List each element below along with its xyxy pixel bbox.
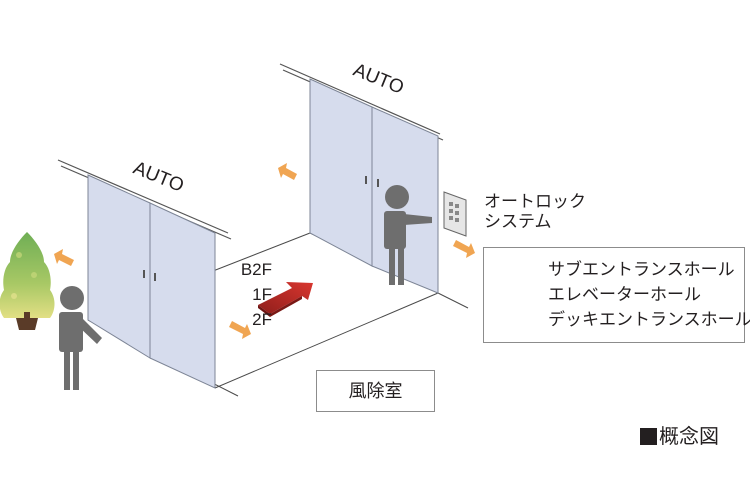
caption-text: 概念図: [659, 426, 719, 448]
diagram-caption: 概念図: [640, 424, 719, 450]
autolock-label-line1: オートロック: [484, 192, 586, 211]
person-icon: [384, 185, 432, 285]
floor-level: 2F: [252, 310, 272, 329]
floor-level: 1F: [252, 285, 272, 304]
vestibule-label-box: 風除室: [316, 370, 435, 412]
person-icon: [59, 286, 102, 390]
orange-arrow: [278, 163, 297, 180]
back-door-auto-label: AUTO: [350, 60, 406, 99]
front-door-auto-label: AUTO: [130, 158, 186, 197]
tree-icon: [0, 232, 55, 330]
autolock-panel-icon: [443, 191, 467, 237]
floor-name: エレベーターホール: [548, 285, 701, 304]
orange-arrow: [54, 249, 74, 266]
vestibule-label: 風除室: [348, 381, 403, 401]
floor-name: サブエントランスホール: [548, 260, 735, 279]
back-glass-door: [279, 63, 444, 294]
orange-arrow: [229, 321, 251, 339]
black-square-icon: [640, 428, 657, 445]
front-glass-door: [57, 159, 232, 389]
floor-list-box: B2F サブエントランスホール 1F エレベーターホール 2F デッキエントラン…: [241, 247, 750, 343]
autolock-label: オートロック システム: [484, 192, 586, 232]
orange-arrow: [453, 240, 475, 258]
red-entry-arrow: [258, 282, 313, 317]
autolock-label-line2: システム: [484, 212, 552, 231]
floor-name: デッキエントランスホール: [548, 310, 750, 329]
floor-level: B2F: [240, 260, 272, 279]
